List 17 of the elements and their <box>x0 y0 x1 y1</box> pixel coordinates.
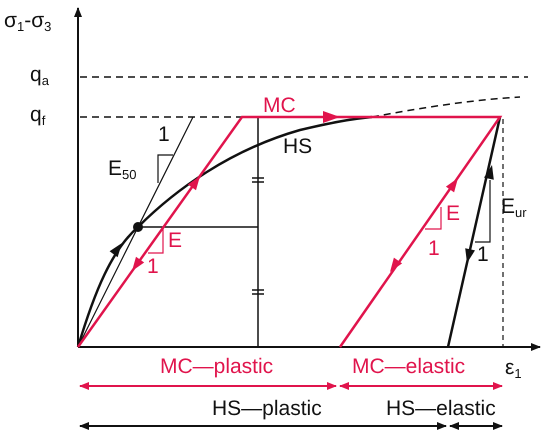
slope-label: E <box>446 203 460 224</box>
y-axis-label: σ$_{1}$-σ$_{3}$ <box>4 10 52 33</box>
curve-label: HS <box>283 136 312 157</box>
range-label: HS—elastic <box>386 398 496 419</box>
slope-label: 1 <box>477 244 489 265</box>
slope-label: 1 <box>428 238 440 259</box>
slope-label: 1 <box>158 124 170 145</box>
x-axis-label: ε$_{1}$ <box>505 357 522 380</box>
slope-label: E$_{50}$ <box>108 158 136 181</box>
range-label: MC—plastic <box>160 356 274 377</box>
range-label: HS—plastic <box>212 398 322 419</box>
slope-label: E <box>168 230 182 251</box>
axis-value-label: q$_{f}$ <box>30 104 46 127</box>
curve-label: MC <box>263 95 296 116</box>
axis-value-label: q$_{a}$ <box>30 64 49 87</box>
slope-label: 1 <box>147 256 159 277</box>
range-label: MC—elastic <box>352 356 466 377</box>
